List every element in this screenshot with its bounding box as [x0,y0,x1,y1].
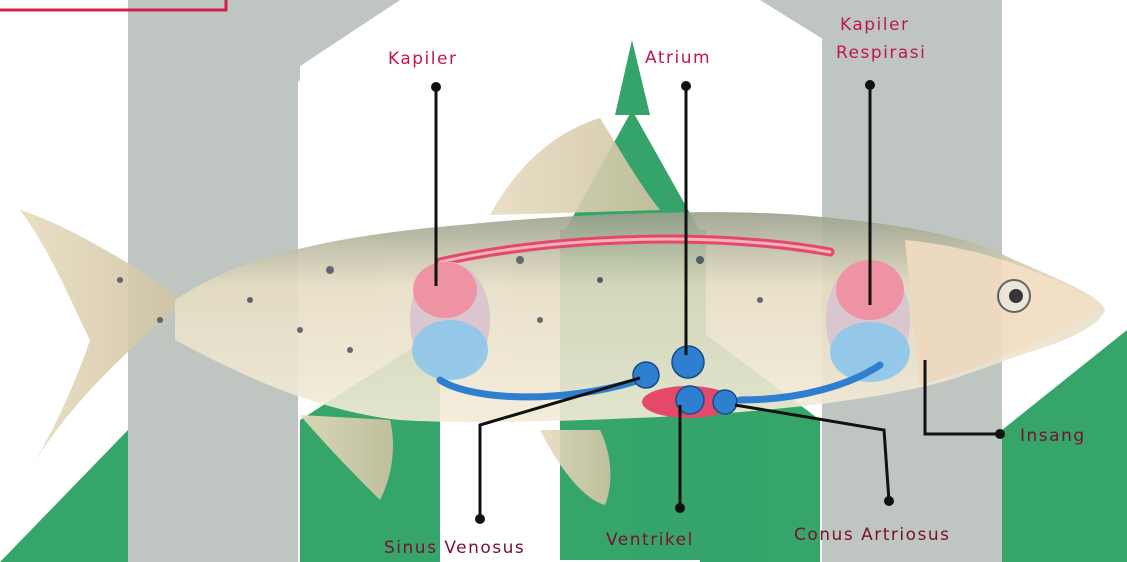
label-kapiler-respirasi-line1: Kapiler [840,15,909,35]
label-conus-artriosus: Conus Artriosus [794,525,950,545]
label-kapiler: Kapiler [388,49,457,69]
label-ventrikel: Ventrikel [606,530,694,550]
label-insang: Insang [1020,426,1086,446]
label-sinus-venosus: Sinus Venosus [384,538,525,558]
label-atrium: Atrium [645,48,711,68]
label-kapiler-respirasi-line2: Respirasi [836,43,926,63]
